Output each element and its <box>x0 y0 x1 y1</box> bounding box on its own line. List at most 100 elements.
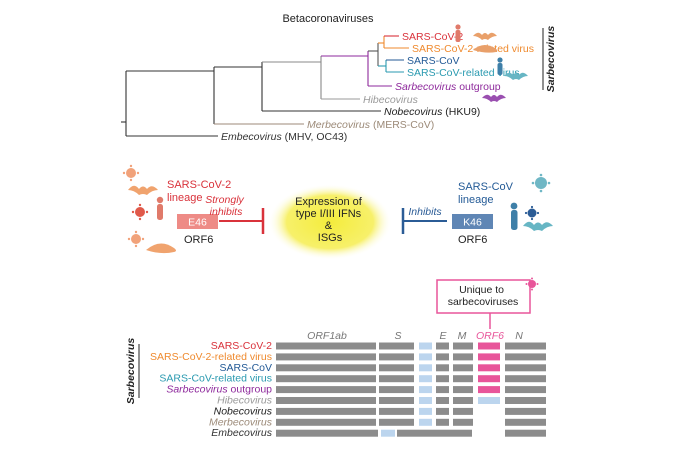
gene-segment <box>505 429 546 437</box>
genome-row-label: Merbecovirus <box>209 416 273 428</box>
left-protein: ORF6 <box>184 234 213 246</box>
phylogenetic-tree: Betacoronaviruses <box>121 13 557 143</box>
tree-branches <box>121 35 409 137</box>
unique-callout-box <box>436 279 531 314</box>
gene-segment <box>505 375 546 383</box>
human-icon <box>455 24 461 42</box>
gene-segment <box>453 375 473 383</box>
gene-segment <box>436 418 449 426</box>
gene-segment <box>436 407 449 415</box>
clade-label: Sarbecovirus <box>545 26 557 93</box>
bat-icon-left <box>128 185 158 195</box>
gene-segment <box>505 407 546 415</box>
leaf-sarscov: SARS-CoV <box>407 55 460 67</box>
gene-segment <box>379 418 414 426</box>
bat-icon-2 <box>504 72 528 80</box>
gene-segment <box>276 407 376 415</box>
bat-icon <box>473 32 497 40</box>
gene-segment <box>276 364 376 372</box>
gene-segment <box>419 386 432 394</box>
human-icon-right <box>510 202 518 230</box>
mechanism-panel: SARS-CoV-2 lineage E46 ORF6 Strongly inh… <box>122 164 553 260</box>
genome-row-label: SARS-CoV-2-related virus <box>150 351 272 363</box>
left-effect: Strongly inhibits <box>205 194 246 218</box>
virus-icon-right-1 <box>531 173 551 193</box>
bat-icon-outgroup <box>482 94 506 102</box>
gene-segment <box>397 429 472 437</box>
gene-header-orf6: ORF6 <box>476 330 504 342</box>
gene-segment <box>505 397 546 404</box>
gene-segment <box>505 353 546 361</box>
right-lineage-label: SARS-CoV lineage <box>458 181 516 206</box>
gene-segment <box>379 407 414 415</box>
genome-row-label: SARS-CoV-related virus <box>159 373 272 385</box>
gene-segment <box>436 342 449 350</box>
right-host-icons <box>510 173 553 231</box>
genome-side-label: Sarbecovirus <box>125 338 137 405</box>
orf6-gene-segment <box>478 342 500 350</box>
bat-icon-right <box>523 221 553 231</box>
gene-segment <box>453 418 473 426</box>
gene-segment <box>276 342 376 350</box>
orf6-gene-segment <box>478 364 500 372</box>
unique-callout-text: Unique to sarbecoviruses <box>448 284 519 308</box>
leaf-embecovirus: Embecovirus (MHV, OC43) <box>221 131 347 143</box>
gene-segment <box>453 407 473 415</box>
gene-segment <box>436 375 449 383</box>
gene-segment <box>505 418 546 426</box>
gene-segment <box>436 397 449 404</box>
leaf-outgroup: Sarbecovirus outgroup <box>395 81 501 93</box>
gene-segment <box>419 397 432 404</box>
gene-segment <box>379 397 414 404</box>
virus-icon-right-2 <box>524 205 540 221</box>
gene-segment <box>419 407 432 415</box>
gene-segment <box>505 386 546 394</box>
virus-icon-left-3 <box>127 230 145 248</box>
orf6-gene-segment <box>478 353 500 361</box>
ifn-glow <box>268 184 392 260</box>
gene-segment <box>379 386 414 394</box>
gene-segment <box>436 386 449 394</box>
gene-header-m: M <box>458 330 467 342</box>
gene-segment <box>419 364 432 372</box>
gene-header-orf1ab: ORF1ab <box>307 330 347 342</box>
center-text: Expression of type I/III IFNs & ISGs <box>295 196 365 244</box>
pangolin-icon-left <box>146 243 176 254</box>
right-residue: K46 <box>463 217 482 229</box>
gene-segment <box>453 397 473 404</box>
gene-segment <box>276 386 376 394</box>
gene-segment <box>453 386 473 394</box>
virus-icon-left-1 <box>122 164 140 182</box>
human-icon-2 <box>497 57 503 75</box>
leaf-sarscov2-related: SARS-CoV-2-related virus <box>412 43 534 55</box>
leaf-hibecovirus: Hibecovirus <box>363 94 419 106</box>
left-orf6-box <box>177 214 218 229</box>
gene-segment <box>379 342 414 350</box>
left-host-icons <box>122 164 176 254</box>
leaf-sarscov2: SARS-CoV-2 <box>402 31 463 43</box>
gene-segment <box>505 364 546 372</box>
left-residue: E46 <box>188 217 207 229</box>
gene-segment <box>381 429 395 437</box>
gene-segment <box>379 364 414 372</box>
gene-segment <box>436 364 449 372</box>
orf6-gene-segment <box>478 386 500 394</box>
gene-segment <box>478 397 500 404</box>
leaf-merbecovirus: Merbecovirus (MERS-CoV) <box>307 119 434 131</box>
gene-segment <box>419 342 432 350</box>
genome-row-label: Sarbecovirus outgroup <box>166 384 272 396</box>
right-orf6-box <box>452 214 493 229</box>
right-effect: Inhibits <box>408 206 442 218</box>
gene-segment <box>505 342 546 350</box>
gene-segment <box>276 418 376 426</box>
gene-segment <box>419 353 432 361</box>
gene-segment <box>436 353 449 361</box>
leaf-sarscov-related: SARS-CoV-related virus <box>407 67 520 79</box>
gene-segment <box>379 353 414 361</box>
right-protein: ORF6 <box>458 234 487 246</box>
gene-segment <box>276 375 376 383</box>
virus-icon-left-2 <box>131 203 149 221</box>
gene-header-s: S <box>394 330 401 342</box>
virus-icon-callout <box>525 277 539 291</box>
